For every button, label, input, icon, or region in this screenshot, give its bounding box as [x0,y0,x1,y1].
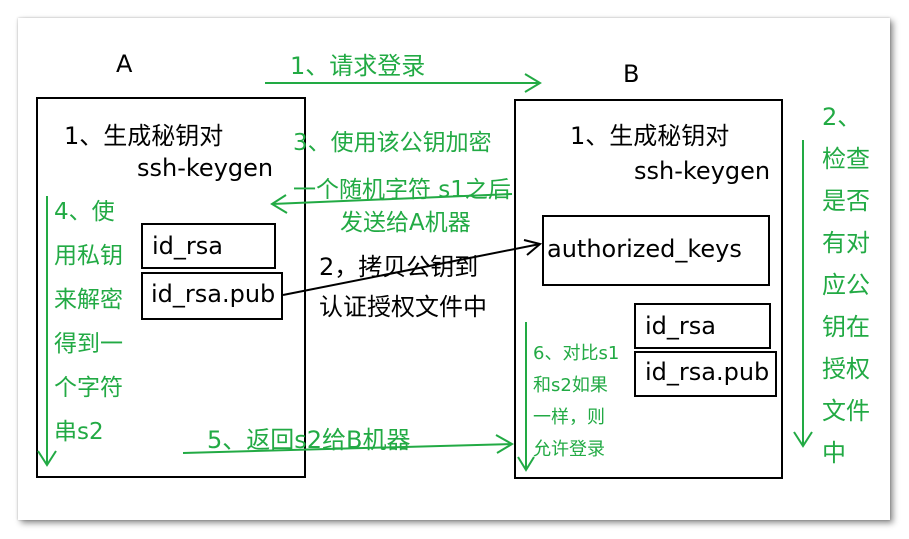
step6-line: 和s2如果 [533,375,608,396]
step2-copy-arrow [282,239,543,296]
step2-down-arrow [793,140,813,448]
machine-b-public-key-box [634,351,777,397]
machine-b-step6-text: 6、对比s1 和s2如果 一样，则 允许登录 [533,338,619,466]
machine-a-step4-text: 4、使 用私钥 来解密 得到一 个字符 串s2 [54,190,123,454]
step6-line: 6、对比s1 [533,343,620,364]
step6-down-arrow [517,322,535,472]
step4-line: 用私钥 [54,243,123,269]
machine-b-label: B [623,60,640,88]
diagram-frame [18,18,890,520]
machine-b-step1-cmd: ssh-keygen [634,157,771,185]
step3-send-arrow [270,193,513,214]
step2-copy-line1: 2，拷贝公钥到 [319,253,479,281]
step2-line: 检查 [822,145,870,173]
machine-a-private-key-box [141,223,276,269]
machine-b-box [514,99,783,479]
step1-request-arrow [265,73,542,93]
step2-line: 中 [822,439,846,467]
step6-line: 允许登录 [533,439,605,460]
step2-line: 钥在 [822,313,870,341]
machine-b-step2-text: 2、 检查 是否 有对 应公 钥在 授权 文件 中 [822,96,870,474]
step3-line3: 发送给A机器 [340,210,471,236]
machine-a-private-key-label: id_rsa [152,232,223,260]
step4-line: 4、使 [54,199,115,225]
step2-line: 2、 [822,103,862,131]
step2-line: 是否 [822,187,870,215]
machine-a-box [36,97,306,478]
machine-b-private-key-box [634,303,771,349]
step4-down-arrow [37,196,57,467]
machine-a-step1-title: 1、生成秘钥对 [64,122,224,150]
step2-line: 文件 [822,397,870,425]
step2-line: 授权 [822,355,870,383]
step1-request-label: 1、请求登录 [290,52,426,80]
machine-a-step1-cmd: ssh-keygen [137,154,274,182]
machine-a-label: A [116,50,133,78]
step2-line: 有对 [822,229,870,257]
step2-copy-line2: 认证授权文件中 [319,293,487,321]
step6-line: 一样，则 [533,407,605,428]
machine-a-public-key-label: id_rsa.pub [151,280,276,308]
machine-a-public-key-box [141,272,283,320]
machine-b-public-key-label: id_rsa.pub [645,358,770,386]
step2-line: 应公 [822,271,870,299]
step5-return-arrow [182,434,514,454]
step4-line: 串s2 [54,419,104,445]
machine-b-private-key-label: id_rsa [645,312,716,340]
machine-b-authorized-keys-box [542,215,770,286]
machine-b-step1-title: 1、生成秘钥对 [570,122,730,150]
step4-line: 得到一 [54,331,123,357]
step4-line: 个字符 [54,375,123,401]
machine-b-authorized-keys-label: authorized_keys [547,235,742,263]
step4-line: 来解密 [54,287,123,313]
step3-line1: 3、使用该公钥加密 [293,130,492,156]
